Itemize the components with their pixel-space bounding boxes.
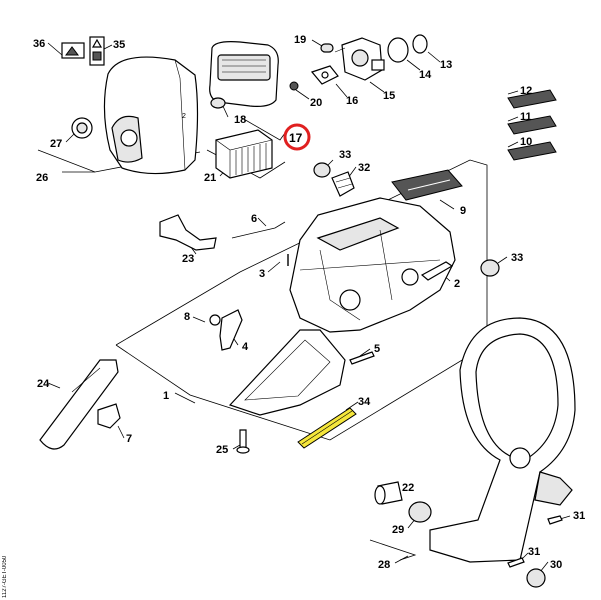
part-filter-21 bbox=[215, 129, 273, 179]
label-27: 27 bbox=[50, 138, 62, 150]
label-4: 4 bbox=[242, 341, 249, 353]
highlight-ring-17 bbox=[283, 123, 311, 151]
label-24: 24 bbox=[37, 378, 50, 390]
part-carburetor-15 bbox=[334, 37, 385, 81]
part-lever-24-7 bbox=[39, 359, 121, 450]
label-25: 25 bbox=[216, 444, 228, 456]
part-cap-33b bbox=[480, 259, 500, 277]
label-13: 13 bbox=[440, 59, 452, 71]
label-10: 10 bbox=[520, 136, 532, 148]
label-3: 3 bbox=[259, 268, 265, 280]
part-screw-25 bbox=[236, 429, 250, 454]
label-16: 16 bbox=[346, 95, 358, 107]
part-screws-2-3-5 bbox=[287, 254, 454, 365]
part-rings-13-14 bbox=[387, 34, 428, 63]
part-mount-22-29 bbox=[374, 481, 432, 523]
part-boot-33-32 bbox=[313, 162, 355, 197]
label-7: 7 bbox=[126, 433, 132, 445]
label-33b: 33 bbox=[511, 252, 523, 264]
drawing-code: 1127-GET-0050 bbox=[2, 555, 8, 598]
part-screws-31-30 bbox=[507, 515, 563, 588]
svg-text:2: 2 bbox=[182, 113, 186, 120]
label-31b: 31 bbox=[528, 546, 540, 558]
label-35: 35 bbox=[113, 39, 125, 51]
label-2: 2 bbox=[454, 278, 460, 290]
label-14: 14 bbox=[419, 69, 432, 81]
label-6: 6 bbox=[251, 213, 257, 225]
label-26: 26 bbox=[36, 172, 48, 184]
label-1: 1 bbox=[163, 390, 169, 402]
label-11: 11 bbox=[520, 111, 532, 123]
part-sticker-9 bbox=[391, 169, 463, 201]
label-5: 5 bbox=[374, 343, 380, 355]
part-gasket-19-20-16 bbox=[289, 43, 339, 91]
label-17: 17 bbox=[289, 131, 303, 145]
label-19: 19 bbox=[294, 34, 306, 46]
label-18: 18 bbox=[234, 114, 246, 126]
part-stickers-10-12 bbox=[507, 89, 557, 161]
label-36: 36 bbox=[33, 38, 45, 50]
part-knob-27 bbox=[71, 117, 93, 139]
label-12: 12 bbox=[520, 85, 532, 97]
label-23: 23 bbox=[182, 253, 194, 265]
part-rod-6-23 bbox=[159, 214, 286, 251]
label-20: 20 bbox=[310, 97, 322, 109]
part-trigger-4-8 bbox=[209, 309, 243, 351]
label-22: 22 bbox=[402, 482, 414, 494]
part-strip-34 bbox=[297, 407, 357, 449]
label-31: 31 bbox=[573, 510, 585, 522]
label-29: 29 bbox=[392, 524, 404, 536]
part-handlebar-28 bbox=[429, 317, 576, 563]
part-grommet-18 bbox=[210, 97, 226, 109]
part-shroud-26: 2 bbox=[103, 56, 199, 175]
label-9: 9 bbox=[460, 205, 466, 217]
label-15: 15 bbox=[383, 90, 395, 102]
callout-labels: 36 35 27 26 19 20 16 15 14 13 18 17 21 3… bbox=[33, 34, 585, 571]
label-21: 21 bbox=[204, 172, 216, 184]
label-33: 33 bbox=[339, 149, 351, 161]
label-28: 28 bbox=[378, 559, 390, 571]
part-airfilter-top bbox=[209, 41, 279, 107]
label-8: 8 bbox=[184, 311, 190, 323]
label-32: 32 bbox=[358, 162, 370, 174]
part-labels-35-36 bbox=[61, 36, 105, 66]
part-housing-main bbox=[228, 197, 456, 416]
label-30: 30 bbox=[550, 559, 562, 571]
label-34: 34 bbox=[358, 396, 371, 408]
